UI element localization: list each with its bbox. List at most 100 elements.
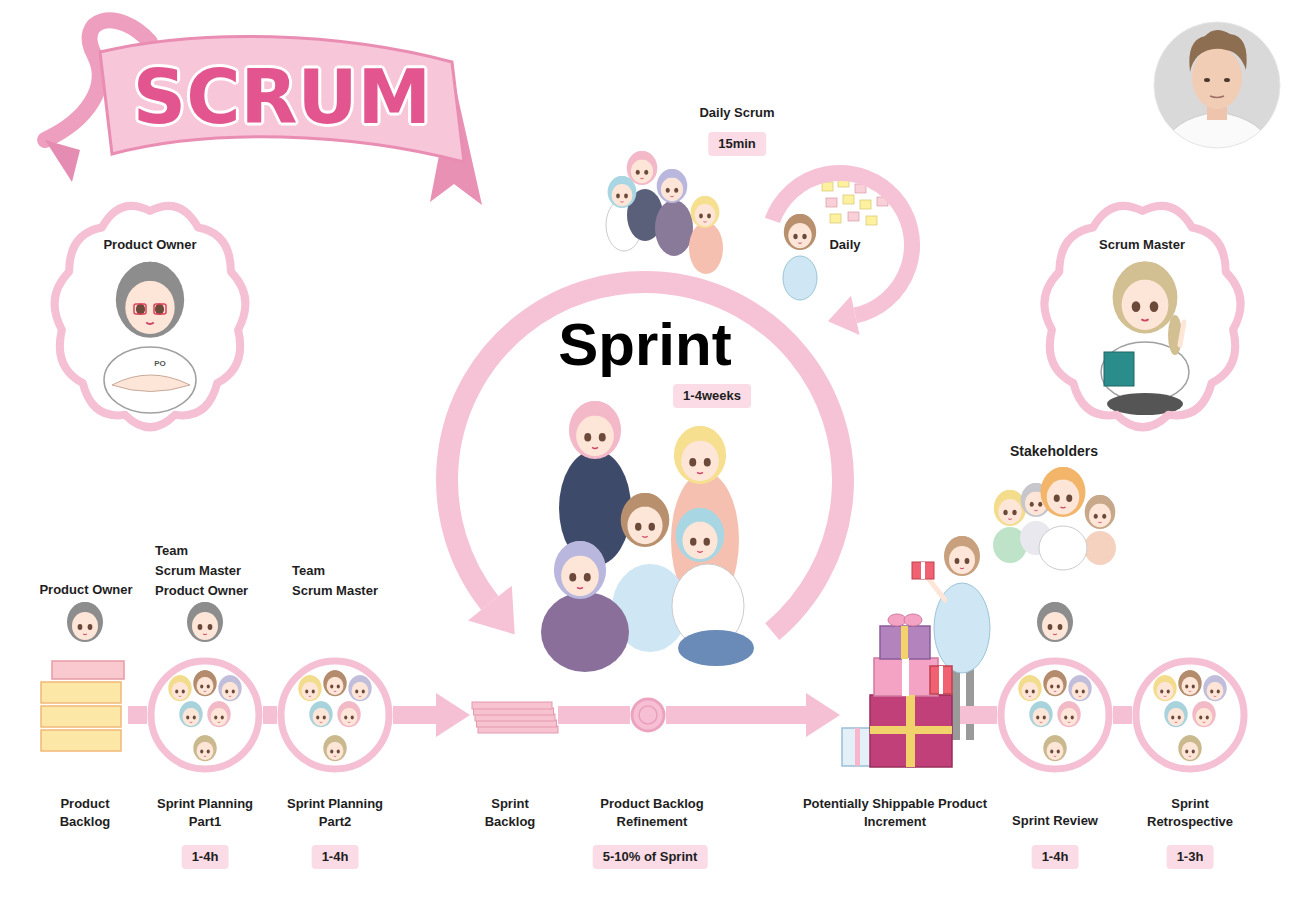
author-photo [1150,18,1285,153]
duration-pill: 5-10% of Sprint [593,845,708,869]
product-owner-figure [104,347,196,413]
gift-girl-figure [921,562,925,579]
scrum-master-figure [1101,262,1189,415]
sprint-loop-outline [447,282,843,632]
gift-stack-outline [874,658,938,696]
attendee-faces [1057,701,1080,727]
gift-stack-outline [902,658,909,696]
sprint-team-figures [674,426,726,484]
daily-scrum-figures [783,256,817,300]
gift-stack-outline [930,666,952,694]
daily-scrum-figures [830,214,841,223]
refinement-dot: Product Backlog Refinement5-10% of Sprin… [630,697,666,733]
backlog-stack-outline [52,661,124,679]
gift-stack-outline [870,726,952,734]
attendee-faces [337,701,360,727]
stakeholder-figures [1041,467,1086,517]
stakeholder-figures [1039,526,1087,570]
sprint-loop-outline [468,586,515,635]
artifact-name: Potentially Shippable Product Increment [803,795,988,830]
author-photo [1189,30,1246,72]
attendee-faces [1018,675,1041,701]
gift-stack-outline [939,666,943,694]
attendee-faces [67,602,103,642]
scrum-master-figure [1104,352,1134,386]
attendee-faces [1178,735,1201,761]
attendee-faces [1068,675,1091,701]
flow-band [393,706,436,724]
gift-stack-outline [888,614,906,626]
gift-stack-outline [840,600,960,770]
author-photo [1150,18,1285,153]
backlog-stack: Product OwnerProduct Backlog [40,660,128,755]
daily-loop: Daily Scrum15minDaily [755,160,925,330]
board-label: Daily [829,236,860,254]
author-photo [1204,78,1210,82]
daily-scrum-figures [848,212,859,221]
meeting-circle: TeamScrum MasterSprint Planning Part21-4… [277,657,393,773]
gift-girl-figure [928,578,945,600]
gift-stack-outline [904,614,922,626]
artifact-name: Sprint Backlog [470,795,550,830]
attendee-faces [193,670,216,696]
gift-stack-outline [870,695,952,767]
daily-scrum-figures [822,182,833,191]
flow-band [263,706,277,724]
attendee-role: Scrum Master [292,582,378,600]
refinement-dot-outline [630,697,666,733]
sprint-team-figures [676,508,725,562]
duration-pill: 1-3h [1167,845,1214,869]
product-owner-figure [134,304,146,314]
gift-girl-figure [944,536,980,576]
meeting-circle: Sprint Review1-4h [997,657,1113,773]
daily-scrum-figures [655,200,693,256]
flow-band [393,693,470,737]
refinement-dot-outline [639,706,657,724]
backlog-stack-outline [41,682,121,703]
daily-scrum-figures [608,176,637,208]
sprint-team-figures [678,630,754,666]
activity-name: Product Backlog Refinement [577,795,727,830]
sprint-team-figures [569,401,621,459]
flow-band [666,706,806,724]
meeting-circle-outline [281,661,389,769]
gift-stack-outline [880,626,930,659]
ribbon-banner [45,140,80,182]
product-owner-figure [112,375,190,392]
sprint-team-figures [541,401,754,672]
role-cloud-outline [45,195,255,435]
attendee-faces [323,735,346,761]
backlog-stack-outline [41,706,121,727]
attendee-faces [309,701,332,727]
attendee-faces [323,670,346,696]
daily-scrum-figures [826,198,837,207]
attendee-faces [218,675,241,701]
gift-girl-figure [912,562,934,579]
role-name: Product Owner [70,236,230,254]
backlog-sheets-outline [470,698,558,734]
flow-band [558,706,630,724]
artifact-name: Product Backlog [35,795,135,830]
role-cloud: Product Owner [45,195,255,435]
event-name: Sprint Planning Part2 [273,795,398,830]
event-name: Sprint Planning Part1 [143,795,268,830]
duration-pill: 1-4h [312,845,359,869]
duration-pill: 1-4weeks [673,384,751,408]
product-owner-figure [154,304,166,314]
gift-stack-outline [842,728,874,766]
author-photo [1210,96,1224,98]
attendee-role: Product Owner [39,581,132,599]
attendee-faces [187,602,223,642]
sprint-team-figures [541,592,629,672]
flow-band [960,715,997,716]
attendee-faces [1203,675,1226,701]
meeting-circle: TeamScrum MasterProduct OwnerSprint Plan… [147,657,263,773]
meeting-circle: Sprint Retrospective1-3h [1132,657,1248,773]
daily-scrum-figures [866,216,877,225]
scrum-master-figure [1113,262,1178,334]
author-photo [1154,22,1280,148]
attendee-role: Scrum Master [155,562,241,580]
gift-girl-figure [966,668,974,740]
backlog-sheets-outline [472,702,552,709]
